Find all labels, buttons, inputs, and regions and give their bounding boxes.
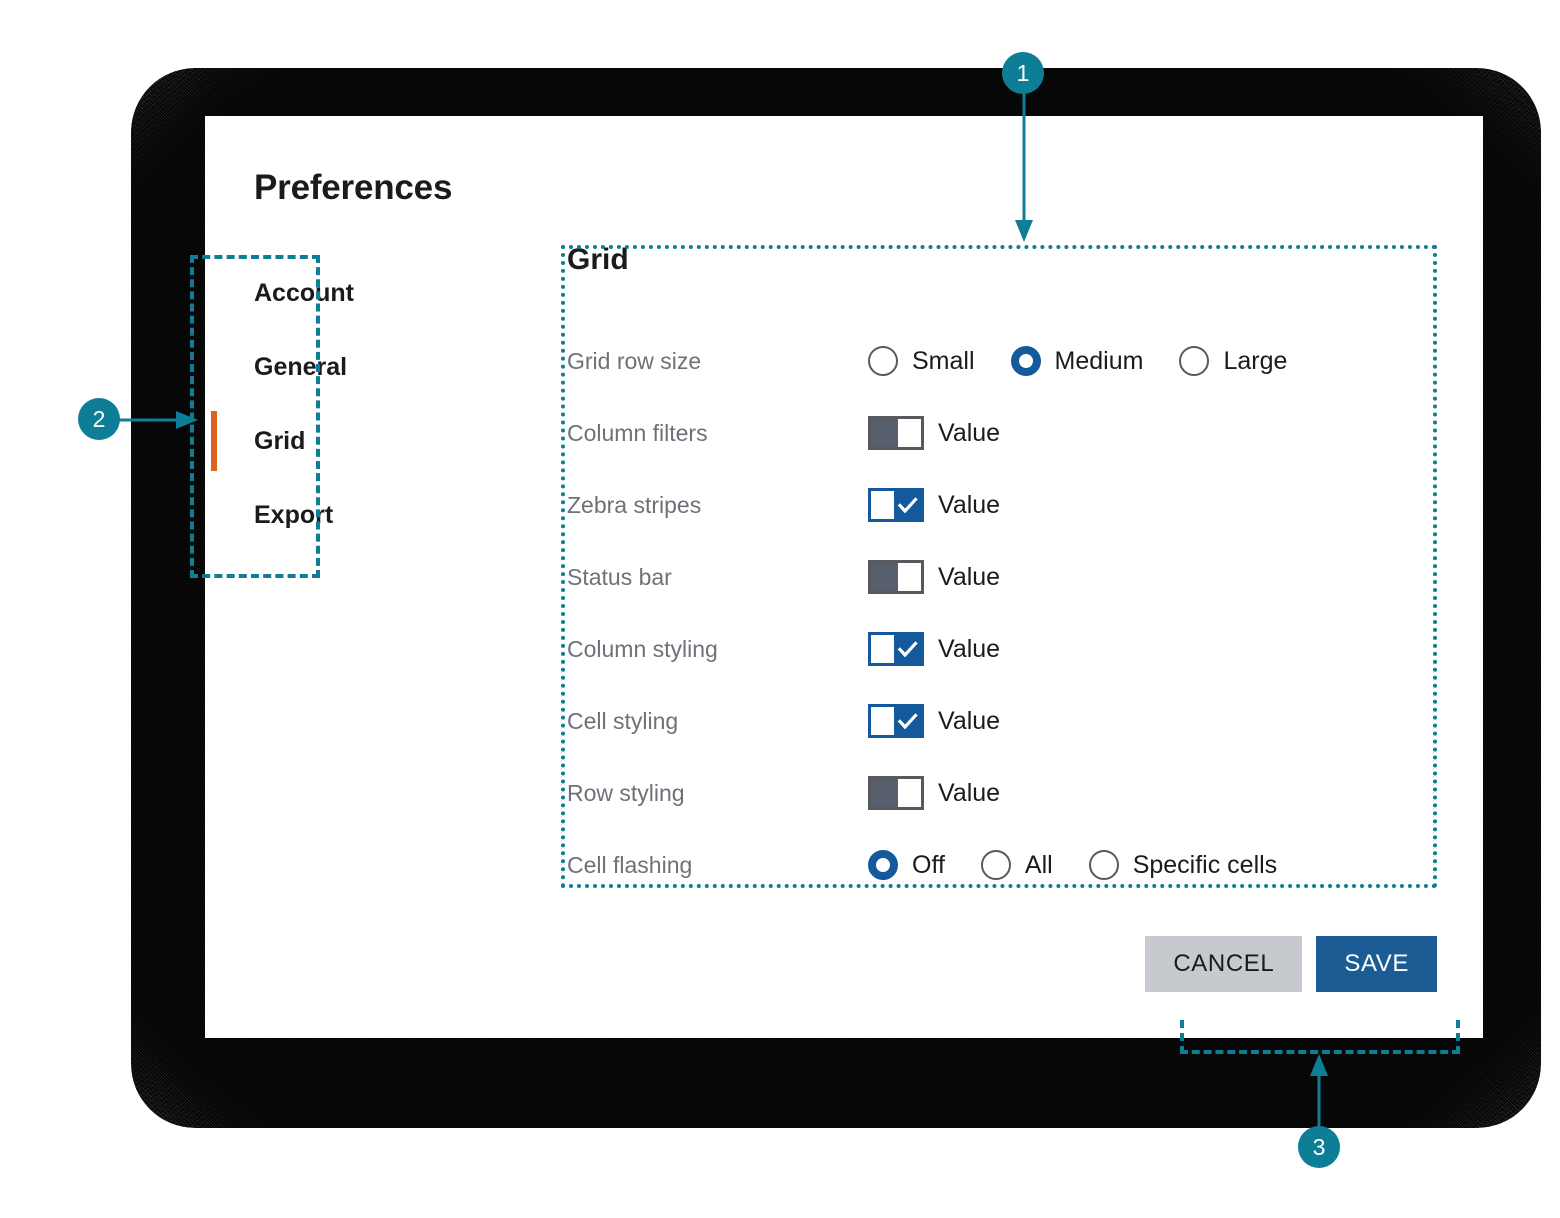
toggle-switch-column-filters[interactable] [868, 416, 924, 450]
toggle-value-label: Value [938, 490, 1001, 519]
setting-label: Row styling [567, 779, 685, 806]
radio-option-large[interactable]: Large [1179, 346, 1287, 376]
toggle-control-column-styling: Value [868, 632, 1000, 666]
annotation-badge-2: 2 [78, 398, 120, 440]
sidebar-item-label: Export [254, 500, 334, 529]
toggle-switch-row-styling[interactable] [868, 776, 924, 810]
radio-option-all[interactable]: All [980, 850, 1053, 880]
toggle-control-row-styling: Value [868, 776, 1000, 810]
radio-circle-icon [868, 346, 898, 376]
radio-option-label: Medium [1054, 346, 1144, 375]
setting-label: Zebra stripes [567, 491, 702, 518]
radio-option-medium[interactable]: Medium [1010, 346, 1144, 376]
sidebar-navigation: Account General Grid Export [205, 256, 505, 552]
setting-row-column-styling: Column styling Value [563, 613, 1438, 685]
setting-label: Cell styling [567, 707, 679, 734]
radio-option-label: Small [912, 346, 975, 375]
setting-row-cell-flashing: Cell flashing Off All Specific cells [563, 829, 1438, 901]
toggle-knob-check-icon [894, 707, 921, 735]
sidebar-item-general[interactable]: General [205, 330, 505, 404]
radio-circle-icon [980, 850, 1011, 880]
radio-circle-icon [1088, 850, 1119, 880]
setting-row-grid-row-size: Grid row size Small Medium Large [563, 325, 1438, 397]
sidebar-item-label: General [254, 352, 348, 381]
toggle-switch-status-bar[interactable] [868, 560, 924, 594]
save-button[interactable]: SAVE [1316, 936, 1437, 992]
toggle-switch-column-styling[interactable] [868, 632, 924, 666]
setting-row-column-filters: Column filters Value [563, 397, 1438, 469]
toggle-control-status-bar: Value [868, 560, 1000, 594]
sidebar-item-account[interactable]: Account [205, 256, 505, 330]
setting-row-status-bar: Status bar Value [563, 541, 1438, 613]
toggle-knob-icon [871, 563, 898, 591]
cancel-button[interactable]: CANCEL [1145, 936, 1303, 992]
setting-row-cell-styling: Cell styling Value [563, 685, 1438, 757]
radio-group-cell-flashing: Off All Specific cells [868, 850, 1277, 880]
toggle-switch-zebra-stripes[interactable] [868, 488, 924, 522]
toggle-value-label: Value [938, 418, 1001, 447]
radio-option-small[interactable]: Small [868, 346, 975, 376]
radio-option-label: All [1024, 850, 1053, 879]
radio-option-label: Off [912, 850, 945, 879]
radio-circle-selected-icon [1010, 346, 1041, 376]
radio-option-label: Specific cells [1132, 850, 1278, 879]
sidebar-item-label: Account [254, 278, 354, 307]
grid-settings-panel: Grid Grid row size Small Medium Large [563, 245, 1438, 901]
radio-circle-icon [1179, 346, 1210, 376]
toggle-control-zebra-stripes: Value [868, 488, 1000, 522]
radio-option-label: Large [1223, 346, 1288, 375]
toggle-knob-check-icon [894, 491, 921, 519]
toggle-knob-icon [871, 419, 898, 447]
toggle-knob-icon [871, 779, 898, 807]
sidebar-item-label: Grid [254, 426, 306, 455]
setting-label: Column filters [567, 419, 708, 446]
sidebar-item-grid[interactable]: Grid [205, 404, 505, 478]
panel-heading: Grid [567, 243, 629, 276]
setting-label: Status bar [567, 563, 672, 590]
toggle-value-label: Value [938, 706, 1001, 735]
setting-row-row-styling: Row styling Value [563, 757, 1438, 829]
radio-option-off[interactable]: Off [868, 850, 945, 880]
setting-label: Column styling [567, 635, 718, 662]
dialog-action-buttons: CANCEL SAVE [1145, 936, 1437, 992]
toggle-knob-check-icon [894, 635, 921, 663]
toggle-control-cell-styling: Value [868, 704, 1000, 738]
toggle-switch-cell-styling[interactable] [868, 704, 924, 738]
setting-label: Cell flashing [567, 851, 693, 878]
setting-label: Grid row size [567, 347, 702, 374]
sidebar-item-export[interactable]: Export [205, 478, 505, 552]
annotation-badge-1: 1 [1002, 52, 1044, 94]
radio-option-specific-cells[interactable]: Specific cells [1088, 850, 1278, 880]
toggle-value-label: Value [938, 634, 1001, 663]
setting-row-zebra-stripes: Zebra stripes Value [563, 469, 1438, 541]
preferences-dialog: Preferences Account General Grid Export … [205, 116, 1483, 1038]
toggle-value-label: Value [938, 562, 1001, 591]
toggle-control-column-filters: Value [868, 416, 1000, 450]
radio-group-grid-row-size: Small Medium Large [868, 346, 1287, 376]
radio-circle-selected-icon [868, 850, 898, 880]
toggle-value-label: Value [938, 778, 1001, 807]
annotation-badge-3: 3 [1298, 1126, 1340, 1168]
page-title: Preferences [254, 168, 453, 207]
